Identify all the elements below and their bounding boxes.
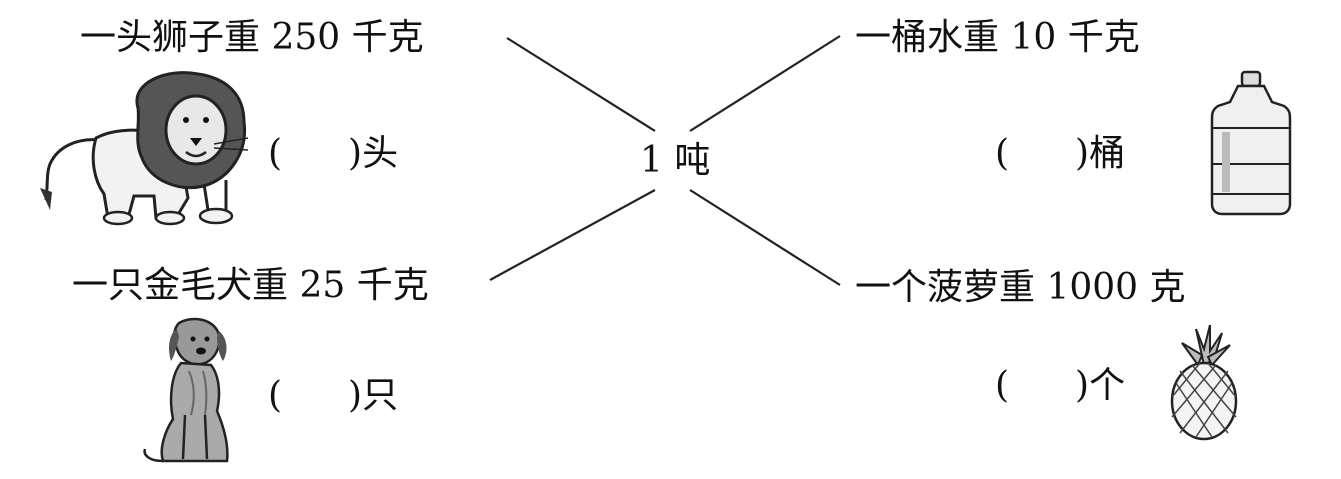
golden-retriever-icon — [143, 317, 229, 463]
water-answer-blank[interactable]: ()桶 — [995, 136, 1125, 172]
line-pineapple-to-center — [689, 189, 841, 286]
dog-fact: 一只金毛犬重 25 千克 — [72, 265, 429, 306]
lion-unit: 头 — [362, 133, 399, 174]
close-paren: ) — [348, 133, 363, 174]
water-fact: 一桶水重 10 千克 — [855, 17, 1140, 58]
water-unit: 桶 — [1089, 133, 1126, 174]
center-label: 1 吨 — [640, 140, 711, 181]
lion-fact: 一头狮子重 250 千克 — [80, 17, 424, 58]
pineapple-icon — [1170, 325, 1238, 441]
pineapple-unit: 个 — [1089, 365, 1126, 406]
line-lion-to-center — [506, 37, 656, 132]
close-paren: ) — [1075, 133, 1090, 174]
open-paren: ( — [995, 133, 1010, 174]
pineapple-fact: 一个菠萝重 1000 克 — [855, 267, 1186, 308]
open-paren: ( — [995, 365, 1010, 406]
lion-answer-blank[interactable]: ()头 — [268, 136, 398, 172]
dog-unit: 只 — [362, 375, 399, 416]
water-bottle-icon — [1210, 70, 1292, 216]
open-paren: ( — [268, 375, 283, 416]
close-paren: ) — [1075, 365, 1090, 406]
lion-icon — [40, 71, 249, 226]
close-paren: ) — [348, 375, 363, 416]
line-water-to-center — [689, 35, 841, 132]
open-paren: ( — [268, 133, 283, 174]
dog-answer-blank[interactable]: ()只 — [268, 378, 398, 414]
pineapple-answer-blank[interactable]: ()个 — [995, 368, 1125, 404]
line-dog-to-center — [489, 189, 656, 281]
